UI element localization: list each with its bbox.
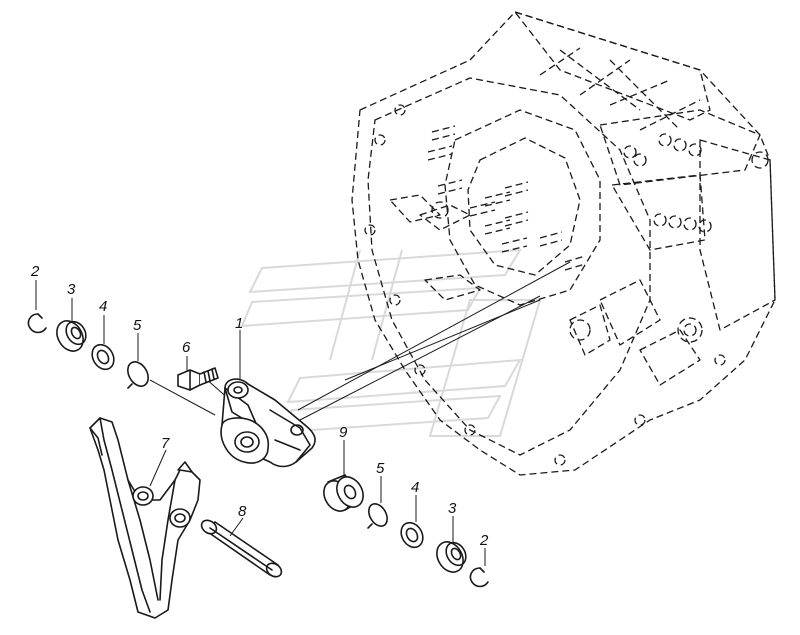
callout-5-left: 5 [133, 317, 142, 334]
callout-5-right: 5 [376, 460, 385, 477]
callout-2-left: 2 [30, 263, 40, 280]
callout-8: 8 [238, 503, 247, 520]
watermark-logo [240, 248, 542, 437]
part-4-washer-left [91, 343, 115, 371]
callout-3-left: 3 [67, 281, 76, 298]
callout-3-right: 3 [448, 500, 457, 517]
part-6-bolt [177, 367, 219, 391]
part-5-retaining-ring-right [367, 503, 388, 529]
part-3-seal-left [56, 320, 87, 352]
callout-7: 7 [161, 435, 170, 452]
part-2-snap-ring-right [469, 567, 489, 588]
part-9-bearing [323, 474, 364, 512]
callout-4-right: 4 [411, 479, 419, 496]
part-5-retaining-ring-left [127, 361, 149, 389]
part-7-release-fork [89, 417, 201, 619]
housing-studs [427, 125, 586, 271]
callout-6: 6 [182, 339, 191, 356]
callout-4-left: 4 [99, 298, 107, 315]
assembly-leader-lines [149, 261, 571, 421]
part-8-shaft [200, 519, 283, 578]
callout-1: 1 [235, 315, 243, 332]
part-3-seal-right [436, 541, 467, 573]
part-2-snap-ring-left [27, 313, 47, 334]
callout-leaders [35, 280, 486, 566]
callout-labels: 1 2 3 4 5 6 7 8 9 5 4 3 2 [30, 263, 489, 549]
callout-9: 9 [339, 424, 348, 441]
callout-2-right: 2 [479, 532, 489, 549]
part-1-bracket [220, 378, 316, 468]
part-4-washer-right [400, 521, 424, 549]
clutch-housing [351, 11, 776, 476]
